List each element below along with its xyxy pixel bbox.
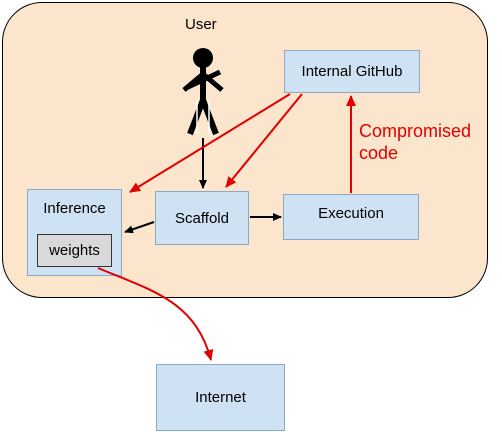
user-label: User	[185, 16, 217, 33]
scaffold-box: Scaffold	[155, 191, 249, 245]
scaffold-label: Scaffold	[175, 209, 229, 227]
execution-label: Execution	[318, 205, 384, 222]
compromised-annotation-line1: Compromised	[359, 121, 472, 141]
internet-box: Internet	[156, 364, 285, 431]
arrow-scaffold-to-inference	[124, 221, 155, 234]
execution-box: Execution	[283, 194, 419, 240]
internal-github-box: Internal GitHub	[284, 50, 420, 93]
weights-label: weights	[49, 242, 100, 259]
internal-github-label: Internal GitHub	[301, 63, 403, 80]
internet-label: Internet	[195, 389, 246, 406]
weights-box: weights	[37, 234, 112, 267]
inference-label: Inference	[43, 200, 106, 217]
red-arrow-github-to-inference	[129, 93, 291, 193]
red-arrow-weights-to-internet	[97, 267, 214, 361]
compromised-code-annotation: Compromised code	[359, 120, 471, 164]
red-arrow-github-to-scaffold	[225, 93, 303, 188]
compromised-annotation-line2: code	[359, 143, 399, 163]
